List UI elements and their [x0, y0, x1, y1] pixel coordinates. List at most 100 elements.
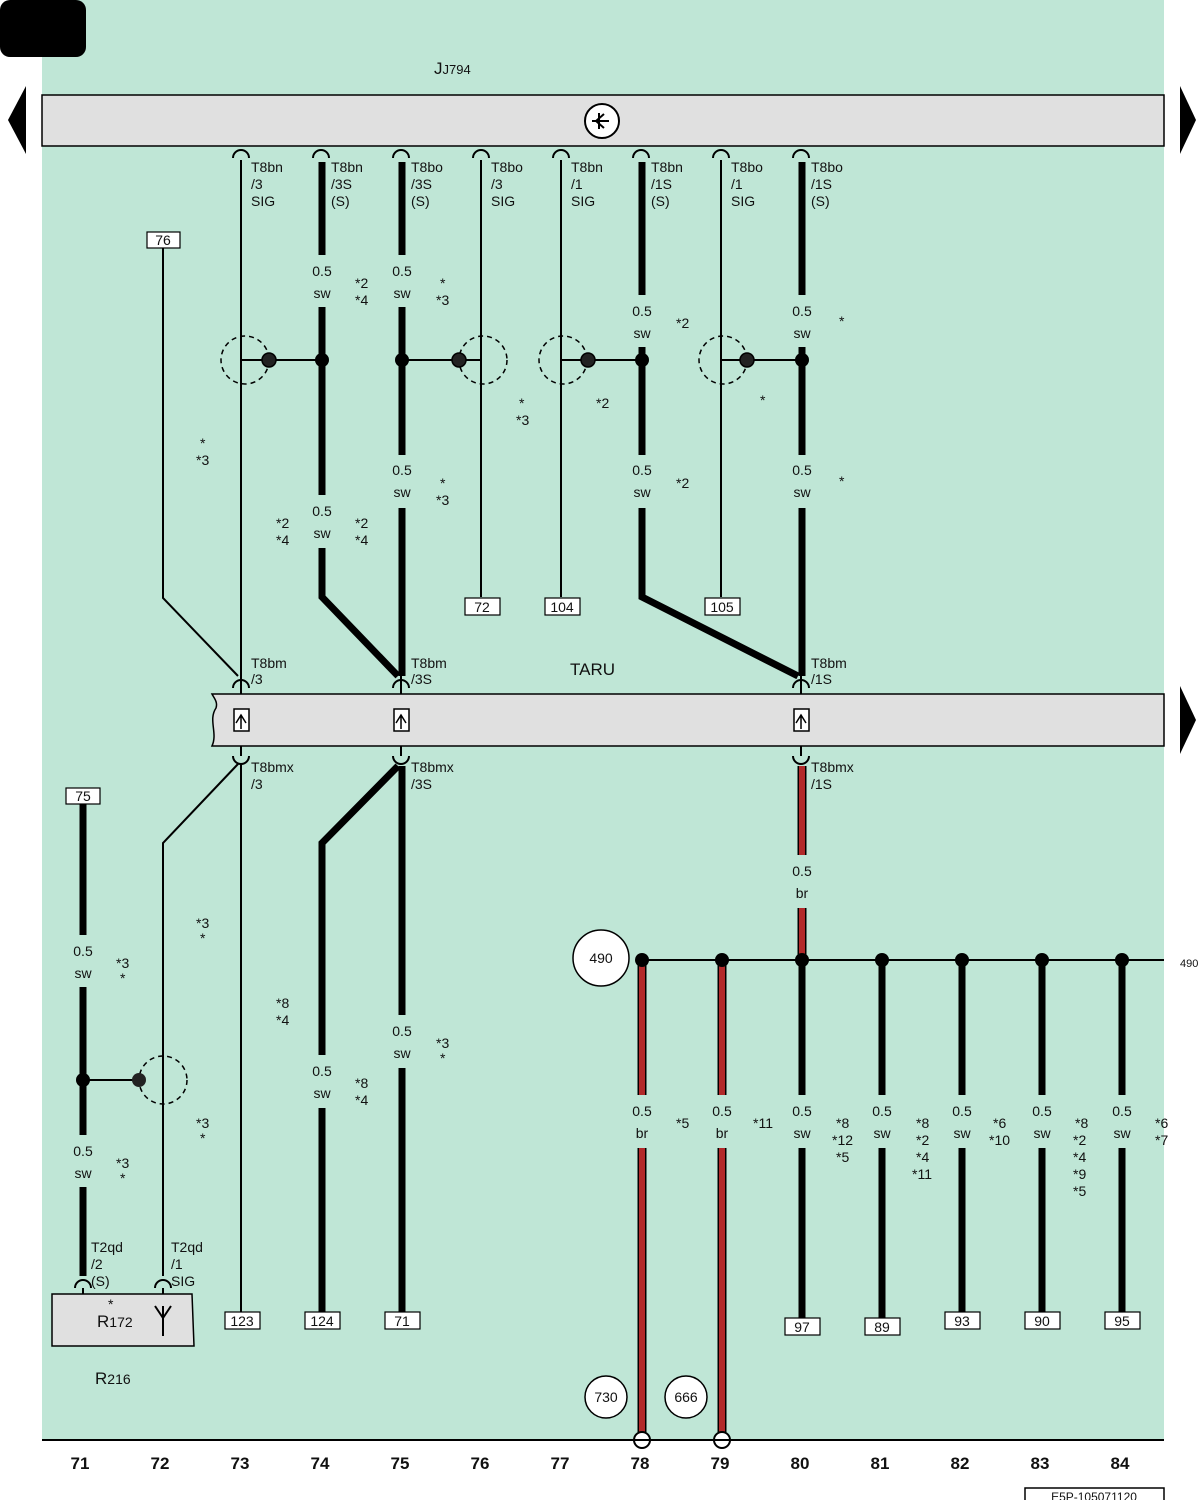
ref-box[interactable]: 71 — [384, 1311, 421, 1330]
bus-label-right: 490 — [1180, 958, 1198, 970]
ref-box[interactable]: 89 — [864, 1317, 901, 1336]
upper-thin-wires — [162, 160, 802, 677]
ref-box[interactable]: 93 — [944, 1311, 981, 1330]
taru-label: TARU — [570, 660, 615, 679]
document-code-box: E5P-105071120 — [1024, 1487, 1165, 1500]
footnote: *5 — [676, 1115, 689, 1131]
footnote: **3 — [436, 475, 449, 508]
svg-text:71: 71 — [394, 1313, 410, 1329]
connector-label: T8bmx/3 — [251, 759, 294, 792]
column-number: 72 — [151, 1454, 170, 1473]
page-tab-marker — [0, 0, 86, 57]
component-r216-label: R216 — [95, 1369, 131, 1388]
svg-text:95: 95 — [1114, 1313, 1130, 1329]
footnote: *8*4 — [355, 1075, 368, 1108]
footnote: *8*2*4*11 — [912, 1115, 932, 1182]
ref-box[interactable]: 75 — [65, 787, 101, 805]
column-number: 81 — [871, 1454, 890, 1473]
svg-text:76: 76 — [155, 232, 171, 248]
svg-text:124: 124 — [310, 1313, 334, 1329]
connector-label: T8bm/3 — [251, 655, 287, 687]
column-number: 80 — [791, 1454, 810, 1473]
svg-text:730: 730 — [594, 1389, 618, 1405]
ref-box[interactable]: 105 — [704, 597, 741, 616]
reference-circle-730[interactable]: 730 — [584, 1375, 628, 1419]
splice-dots — [76, 953, 1129, 1087]
ref-box[interactable]: 72 — [464, 597, 501, 616]
taru-bar — [210, 693, 1165, 747]
ref-box[interactable]: 97 — [784, 1317, 821, 1336]
svg-text:89: 89 — [874, 1319, 890, 1335]
footnote: *3* — [196, 1115, 209, 1146]
footnote: * — [839, 473, 845, 489]
ref-box[interactable]: 123 — [224, 1311, 261, 1330]
connector-label: T8bn/3S(S) — [331, 159, 363, 209]
lower-thick-wires — [79, 763, 1126, 1318]
taru-bottom-pins — [232, 746, 810, 765]
connector-label: T8bn/1S(S) — [651, 159, 683, 209]
footnote: *2 — [676, 315, 689, 331]
svg-text:105: 105 — [710, 599, 734, 615]
footnote: * — [760, 392, 766, 408]
column-number: 83 — [1031, 1454, 1050, 1473]
footnote: *2*4 — [355, 275, 368, 308]
footnote: * — [108, 1296, 114, 1312]
splice-dots — [315, 353, 809, 367]
svg-text:93: 93 — [954, 1313, 970, 1329]
svg-text:123: 123 — [230, 1313, 254, 1329]
ref-box[interactable]: 90 — [1024, 1311, 1061, 1330]
footnote: *2 — [676, 475, 689, 491]
ref-box[interactable]: 95 — [1104, 1311, 1141, 1330]
component-r172-label: R172 — [97, 1312, 133, 1331]
column-number: 82 — [951, 1454, 970, 1473]
footnote: *2*4 — [355, 515, 368, 548]
footnote: *3* — [116, 1155, 129, 1186]
reference-circle-666[interactable]: 666 — [664, 1375, 708, 1419]
column-number: 75 — [391, 1454, 410, 1473]
footnote: **3 — [436, 275, 449, 308]
ref-box[interactable]: 104 — [544, 597, 581, 616]
page-right-arrow-icon[interactable] — [1180, 86, 1196, 154]
svg-text:75: 75 — [75, 788, 91, 804]
footnote: *8*4 — [276, 995, 289, 1028]
ground-symbol-icon — [584, 103, 620, 139]
footnote: *6*7 — [1155, 1115, 1168, 1148]
ref-box[interactable]: 124 — [304, 1311, 341, 1330]
svg-text:490: 490 — [589, 950, 613, 966]
footnote: *6*10 — [989, 1115, 1010, 1148]
footnote: **3 — [196, 435, 209, 468]
reference-circle-490[interactable]: 490 — [572, 929, 630, 987]
connector-housing-icon — [233, 708, 810, 732]
upper-thick-wires — [318, 162, 806, 680]
connector-label: T8bm/3S — [411, 655, 447, 687]
ref-box[interactable]: 76 — [146, 231, 181, 249]
antenna-icon — [154, 1305, 172, 1336]
shield-dots — [261, 352, 755, 368]
taru-top-pins — [232, 676, 810, 694]
footnote: *8*2*4*9*5 — [1073, 1115, 1088, 1199]
column-number: 76 — [471, 1454, 490, 1473]
footnote: *2 — [596, 395, 609, 411]
column-number: 84 — [1111, 1454, 1130, 1473]
svg-text:E5P-105071120: E5P-105071120 — [1051, 1490, 1137, 1500]
page-right-arrow-icon[interactable] — [1180, 686, 1196, 754]
top-pins — [232, 149, 810, 159]
svg-text:104: 104 — [550, 599, 574, 615]
page-left-arrow-icon[interactable] — [8, 86, 26, 154]
